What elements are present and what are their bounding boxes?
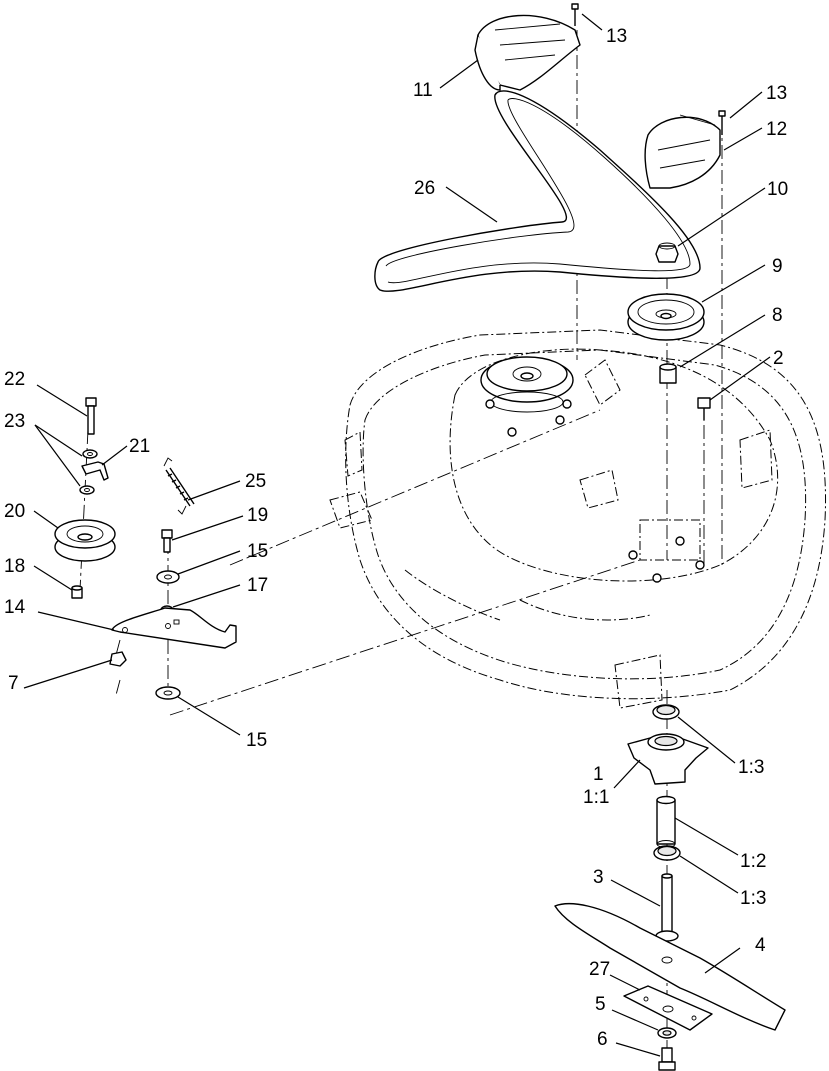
callout-1-3-bottom: 1:3 [740, 888, 766, 909]
idler-pulley-20 [54, 519, 116, 562]
leader-lines [23, 13, 771, 1057]
blade-4 [554, 903, 786, 1031]
washer-23-top [82, 449, 98, 459]
spacer-18 [71, 585, 83, 599]
belt-cover-left [474, 14, 581, 91]
callout-22: 22 [4, 369, 25, 390]
bolt-6 [658, 1047, 676, 1071]
spindle-shaft-3 [655, 873, 679, 942]
callout-1: 1 [593, 764, 604, 785]
nut-7 [109, 651, 127, 667]
callout-labels: 13 11 13 12 26 10 9 8 2 22 23 21 25 20 1… [4, 26, 788, 1050]
callout-9: 9 [772, 256, 783, 277]
washer-15-top [156, 570, 180, 584]
callout-1-3-top: 1:3 [738, 757, 764, 778]
callout-27: 27 [589, 959, 610, 980]
callout-3: 3 [593, 867, 604, 888]
bearing-1-3-bottom [653, 845, 681, 861]
callout-6: 6 [597, 1029, 608, 1050]
callout-20: 20 [4, 501, 25, 522]
callout-17: 17 [247, 575, 268, 596]
idler-arm-14 [111, 607, 237, 649]
callout-13-right: 13 [766, 83, 787, 104]
drive-belt [374, 90, 701, 292]
callout-11: 11 [413, 80, 433, 101]
callout-7: 7 [8, 673, 19, 694]
spindle-housing-1-1 [627, 733, 709, 785]
callout-4: 4 [755, 935, 766, 956]
bearing-1-3-top [652, 704, 680, 720]
bolt-22 [85, 397, 97, 435]
callout-2: 2 [773, 348, 784, 369]
callout-15-top: 15 [247, 541, 268, 562]
callout-14: 14 [4, 597, 26, 618]
callout-19: 19 [247, 505, 268, 526]
spacer-8 [659, 363, 677, 384]
callout-21: 21 [129, 436, 150, 457]
bracket-21 [81, 461, 109, 481]
nut-10 [655, 242, 679, 263]
washer-15-bottom [155, 686, 181, 700]
belt-cover-right [644, 114, 721, 189]
screw-13-right [718, 110, 726, 135]
screw-13-top [571, 3, 579, 26]
callout-26: 26 [414, 178, 435, 199]
callout-23: 23 [4, 411, 25, 432]
washer-5 [657, 1027, 677, 1039]
callout-5: 5 [595, 994, 606, 1015]
callout-15-bottom: 15 [246, 730, 267, 751]
washer-23-bottom [79, 485, 95, 495]
mower-deck [329, 329, 827, 709]
callout-18: 18 [4, 556, 25, 577]
callout-8: 8 [772, 305, 783, 326]
callout-25: 25 [245, 471, 266, 492]
pulley-9 [627, 293, 705, 341]
callout-12: 12 [766, 119, 787, 140]
callout-10: 10 [767, 179, 788, 200]
bolt-2 [697, 397, 711, 420]
spring-25 [163, 457, 195, 515]
callout-1-2: 1:2 [740, 851, 766, 872]
callout-13-top: 13 [606, 26, 627, 47]
callout-1-1: 1:1 [583, 787, 609, 808]
spacer-tube-1-2 [656, 795, 676, 848]
bolt-19 [161, 529, 173, 553]
